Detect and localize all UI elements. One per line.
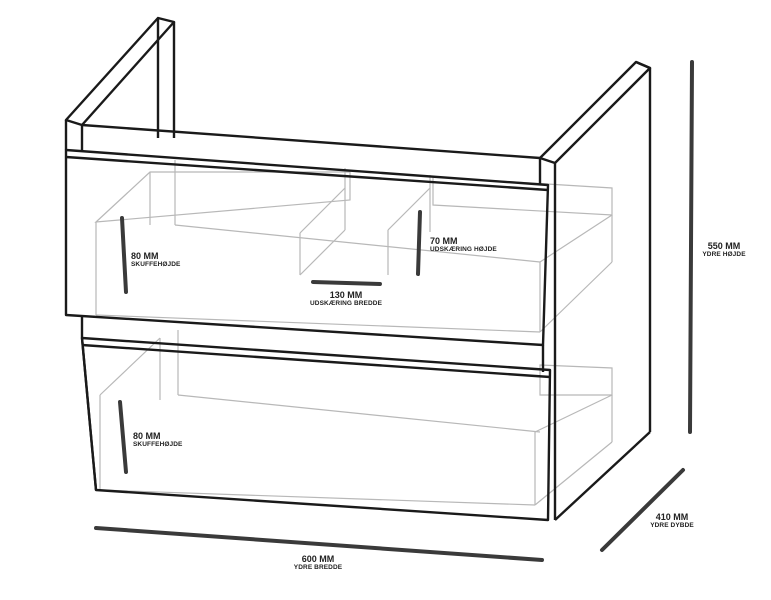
drawer-top-height-label: 80 MM SKUFFEHØJDE [131, 251, 181, 268]
outer-width-label: 600 MM YDRE BREDDE [293, 554, 343, 571]
dimension-bars [94, 60, 694, 562]
outer-height-label: 550 MM YDRE HØJDE [702, 241, 746, 258]
cabinet-outline [64, 16, 652, 522]
outer-width-bar [94, 526, 544, 562]
drawer-inner-outlines [94, 160, 613, 506]
drawer-top-height-bar [120, 216, 128, 294]
outer-height-bar [688, 60, 694, 434]
cutout-height-bar [416, 210, 422, 276]
drawer-bottom-height-bar [118, 400, 128, 474]
cutout-width-bar [311, 280, 382, 286]
outer-depth-bar [600, 468, 685, 552]
cutout-height-label: 70 MM UDSKÆRING HØJDE [430, 236, 497, 253]
outer-depth-label: 410 MM YDRE DYBDE [650, 512, 694, 529]
drawer-bottom-height-label: 80 MM SKUFFEHØJDE [133, 431, 183, 448]
cutout-width-label: 130 MM UDSKÆRING BREDDE [309, 290, 383, 307]
